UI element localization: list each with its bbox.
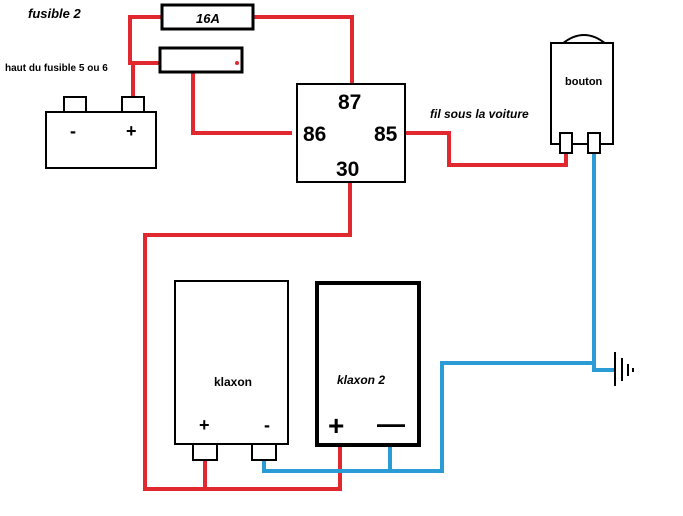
button-label: bouton [565,76,603,88]
button-terminal-left [559,132,573,154]
wire-fuse-to-87 [253,15,354,84]
button-body [550,42,614,145]
wire-horn-link [205,444,342,491]
wire-fuse-left [128,15,162,65]
relay-pin-85: 85 [374,123,398,146]
wire-30-to-horns [143,182,352,491]
horn-1-body [174,280,289,445]
horn-2-label: klaxon 2 [337,373,385,387]
relay-pin-87: 87 [338,91,361,114]
button: bouton [550,34,614,154]
wire-button-to-ground [592,153,615,372]
wire-85-to-button [405,131,568,167]
fuse-2-contact [235,61,239,65]
battery-terminal-minus [63,96,87,114]
fuse-rating-label: 16A [196,11,220,26]
button-terminal-right [587,132,601,154]
ground-icon [614,352,634,386]
relay: 87 86 85 30 [296,83,406,183]
relay-pin-86: 86 [303,123,326,146]
horn-1: klaxon + - [174,280,289,461]
wire-ground-bus [388,361,594,473]
horn-1-terminal-minus [251,443,277,461]
horn-2-minus-label: — [377,408,405,439]
battery-body [45,111,157,169]
horn-1-terminal-plus [192,443,218,461]
horn-2-body [315,281,421,447]
horn-1-label: klaxon [214,375,252,389]
button-cap [561,34,607,45]
horn-2: klaxon 2 + — [315,281,421,447]
fuse-2 [158,46,244,74]
battery-minus-label: - [70,121,76,141]
relay-pin-30: 30 [336,158,359,181]
horn-2-plus-label: + [328,410,344,441]
wire-horn1-minus [262,452,390,473]
horn-1-minus-label: - [264,415,270,435]
fuse-bottom-label: haut du fusible 5 ou 6 [5,63,108,74]
battery-terminal-plus [121,96,145,114]
battery: - + [45,96,157,169]
battery-plus-label: + [126,121,137,141]
horn-1-plus-label: + [199,415,210,435]
fuse-16a [160,3,255,31]
under-car-label: fil sous la voiture [430,107,529,121]
relay-body [296,83,406,183]
fuse-top-label: fusible 2 [28,6,82,21]
